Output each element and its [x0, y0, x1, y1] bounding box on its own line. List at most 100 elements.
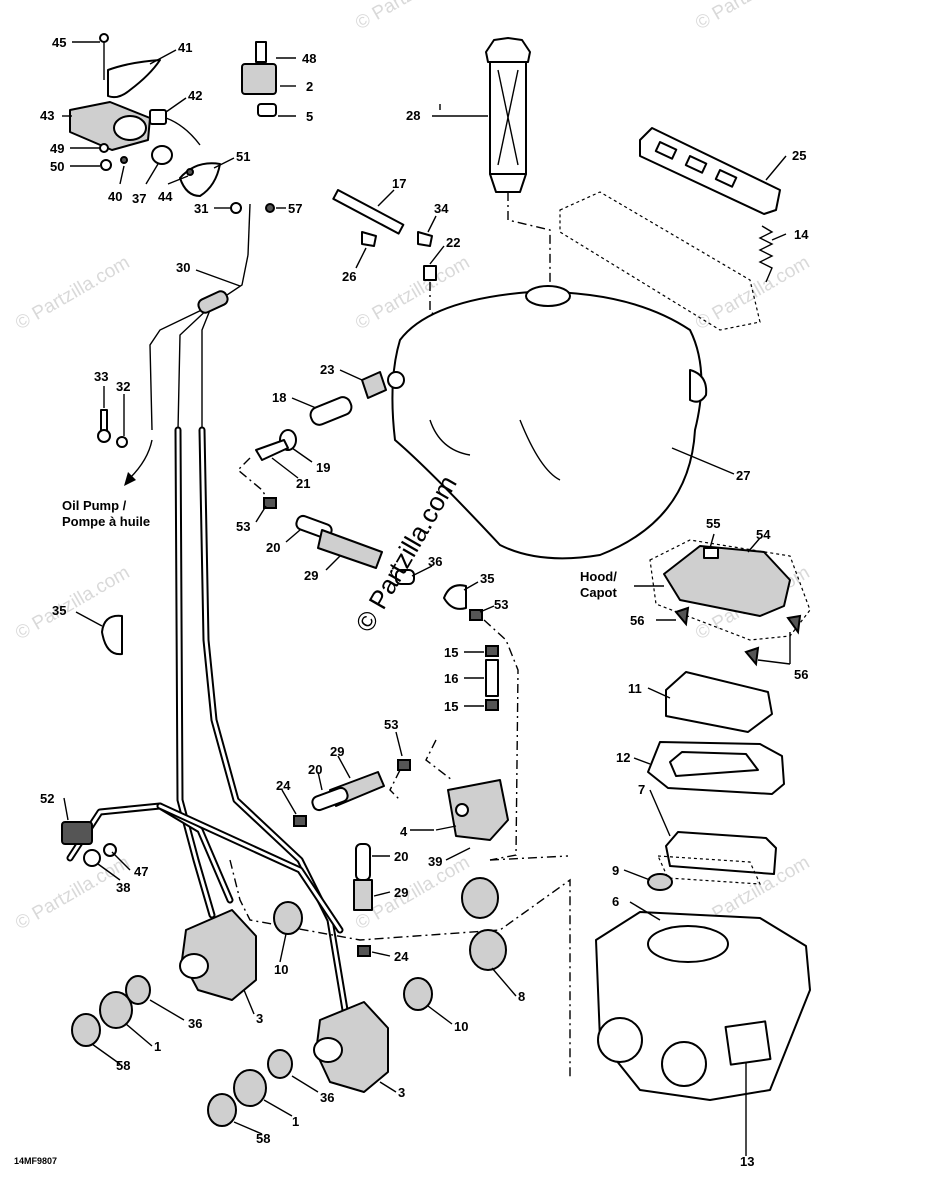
watermark-text: © Partzilla.com: [692, 0, 813, 34]
washer-49: [99, 143, 109, 153]
screw-head-45: [99, 33, 109, 43]
callout-58b: 58: [256, 1131, 270, 1146]
grommet-22: [423, 265, 437, 281]
hose-16: [485, 659, 499, 697]
callout-49: 49: [50, 141, 64, 156]
clamp-53c: [397, 759, 411, 771]
fitting-21: [255, 439, 289, 461]
callout-35a: 35: [480, 571, 494, 586]
adaptor-1b: [233, 1069, 267, 1107]
adjuster-33: [100, 409, 108, 433]
fuel-line-group: [101, 371, 519, 861]
callout-45: 45: [52, 35, 66, 50]
callout-20a: 20: [266, 540, 280, 555]
sleeve-29a: [317, 529, 383, 569]
clamp-15a: [485, 645, 499, 657]
hose-18: [309, 396, 353, 426]
callout-8: 8: [518, 989, 525, 1004]
tank-vent-port: [387, 371, 405, 389]
hose-20c: [355, 843, 371, 881]
plate-7: [665, 831, 777, 875]
clamp-36b: [267, 1049, 293, 1079]
callout-51: 51: [236, 149, 250, 164]
callout-20b: 20: [308, 762, 322, 777]
clamp-10a: [273, 901, 303, 935]
callout-14: 14: [794, 227, 809, 242]
callout-31: 31: [194, 201, 208, 216]
clamp-35b: [101, 614, 123, 656]
hose-20b: [311, 786, 349, 812]
clamp-58a: [71, 1013, 101, 1047]
grommet-38: [83, 849, 101, 867]
notes: Oil Pump / Pompe à huile Hood/ Capot 14M…: [14, 498, 618, 1166]
callout-9: 9: [612, 863, 619, 878]
clamp-24a: [293, 815, 307, 827]
callout-7: 7: [638, 782, 645, 797]
clip-50: [100, 159, 112, 171]
clamp-10b: [403, 977, 433, 1011]
callout-56a: 56: [630, 613, 644, 628]
silencer-port-left: [597, 1017, 643, 1063]
callout-17: 17: [392, 176, 406, 191]
callout-37: 37: [132, 191, 146, 206]
connector-2: [241, 63, 277, 95]
oil-pump-note-line1: Oil Pump /: [62, 498, 127, 513]
callout-41: 41: [178, 40, 192, 55]
callout-2: 2: [306, 79, 313, 94]
elbow-34: [417, 231, 433, 247]
cable-end-fitting: [247, 203, 251, 256]
callout-10b: 10: [454, 1019, 468, 1034]
cap-57: [265, 203, 275, 213]
screw-56a: [674, 606, 690, 627]
callout-53a: 53: [236, 519, 250, 534]
vent-tube-17: [332, 189, 405, 235]
clip-31: [230, 202, 242, 214]
callout-24b: 24: [394, 949, 409, 964]
callout-3a: 3: [256, 1011, 263, 1026]
adaptor-1a: [99, 991, 133, 1029]
gauge-cap-28: [485, 37, 531, 63]
callout-53b: 53: [494, 597, 508, 612]
callout-33: 33: [94, 369, 108, 384]
callout-1b: 1: [292, 1114, 299, 1129]
callout-32: 32: [116, 379, 130, 394]
switch-42: [149, 109, 167, 125]
callout-52: 52: [40, 791, 54, 806]
callout-55: 55: [706, 516, 720, 531]
hose-end: [395, 569, 415, 585]
grommet-9: [647, 873, 673, 891]
callout-19: 19: [316, 460, 330, 475]
callout-15a: 15: [444, 645, 458, 660]
support-tray: [559, 191, 761, 331]
callout-29b: 29: [330, 744, 344, 759]
strap-25: [639, 127, 781, 215]
filter-11: [665, 671, 773, 733]
callout-34: 34: [434, 201, 449, 216]
fuel-pump-39: [447, 779, 509, 841]
watermark-text: © Partzilla.com: [352, 0, 473, 34]
filter-23: [361, 371, 387, 399]
hood-note-line2: Capot: [580, 585, 618, 600]
callout-48: 48: [302, 51, 316, 66]
callout-47: 47: [134, 864, 148, 879]
nut-40: [120, 156, 128, 164]
clamp-15b: [485, 699, 499, 711]
callout-1a: 1: [154, 1039, 161, 1054]
callout-22: 22: [446, 235, 460, 250]
callout-53c: 53: [384, 717, 398, 732]
terminal-48: [255, 41, 267, 63]
callout-labels: 45 41 48 2 42 43 5 28 49 50 40 37 44 51 …: [40, 35, 809, 1169]
hood-note-line1: Hood/: [580, 569, 617, 584]
pin-44: [186, 168, 194, 176]
callout-16: 16: [444, 671, 458, 686]
clip-26: [361, 231, 377, 247]
fuel-tank-group: [332, 37, 708, 560]
housing-opening: [113, 115, 147, 141]
adaptor-8b: [469, 929, 507, 971]
callout-58a: 58: [116, 1058, 130, 1073]
watermark-text: © Partzilla.com: [12, 252, 133, 334]
throttle-cable-30: [149, 254, 249, 431]
tank-bracket-group: [559, 127, 781, 331]
silencer-port-right: [661, 1041, 707, 1087]
